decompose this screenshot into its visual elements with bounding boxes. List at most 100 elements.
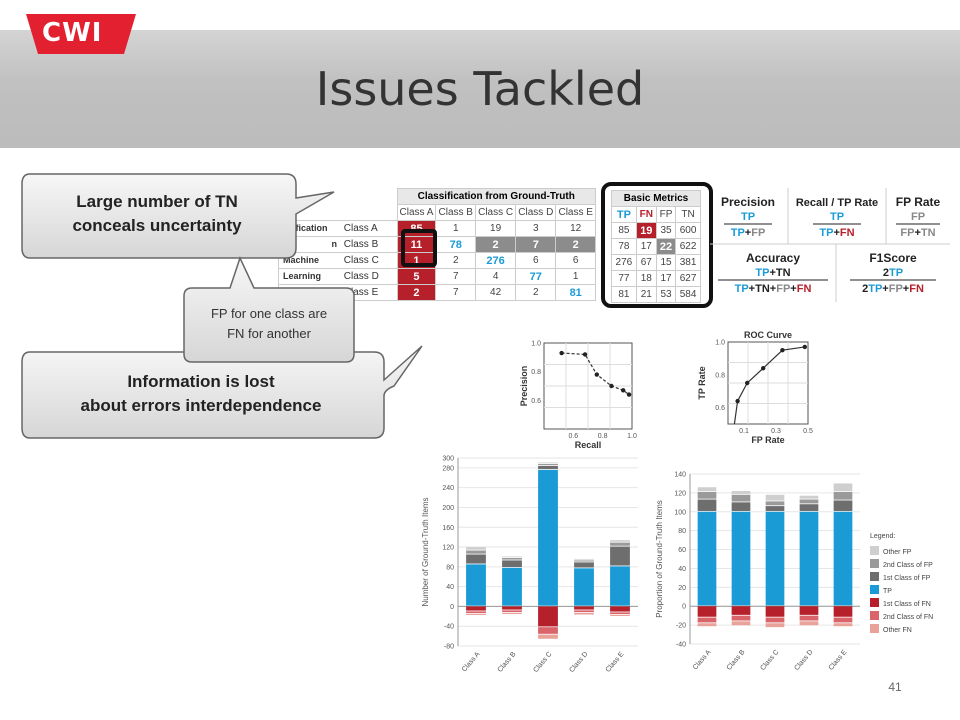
- series-line: [561, 352, 630, 396]
- callout-errors-shape: [21, 345, 423, 439]
- metric-cell: 19: [635, 222, 657, 239]
- x-tick-label: Class C: [532, 651, 553, 674]
- bar-segment: [833, 483, 853, 492]
- data-point: [761, 366, 766, 371]
- y-tick-label: 80: [446, 564, 454, 571]
- x-tick-label: Class B: [497, 651, 518, 674]
- legend-swatch: [870, 585, 879, 594]
- bar-segment: [765, 617, 785, 623]
- bar-segment: [574, 568, 594, 606]
- x-tick-label: 0.8: [598, 433, 608, 440]
- confusion-col-header: Class B: [435, 204, 477, 221]
- row-name: Class D: [343, 271, 379, 282]
- cell: 5: [396, 268, 437, 285]
- callout-tn-line2: conceals uncertainty: [72, 216, 242, 235]
- data-point: [621, 388, 626, 393]
- metric-cell: 627: [675, 270, 701, 287]
- bar-segment: [697, 499, 717, 511]
- cell-tp: 276: [475, 252, 517, 269]
- bar-segment: [731, 606, 751, 615]
- page-number: 41: [888, 680, 902, 694]
- x-tick-label: Class A: [692, 649, 713, 672]
- bar-segment: [466, 606, 486, 611]
- y-tick-label: 0.8: [531, 369, 541, 376]
- series-line: [733, 346, 805, 425]
- callout-fpfn-line2: FN for another: [227, 326, 311, 341]
- cell: 1: [555, 268, 596, 285]
- confusion-col-header: Class A: [396, 204, 437, 221]
- y-tick-label: 160: [442, 525, 454, 532]
- y-axis-label: Number of Ground-Truth Items: [421, 497, 430, 606]
- bar-segment: [466, 554, 486, 564]
- y-tick-label: 120: [674, 490, 686, 497]
- cell: 12: [555, 220, 596, 237]
- bar-segment: [799, 495, 819, 499]
- highlight-fp-column: [401, 229, 437, 267]
- legend-label: Other FN: [883, 627, 912, 634]
- bar-segment: [765, 511, 785, 606]
- precision-label: Precision: [721, 195, 775, 209]
- bar-segment: [538, 463, 558, 466]
- data-point: [582, 352, 588, 357]
- data-point: [780, 348, 785, 353]
- bar-segment: [538, 462, 558, 464]
- cell-tp: 78: [435, 236, 477, 253]
- confusion-col-header: Class D: [515, 204, 557, 221]
- bar-segment: [833, 606, 853, 617]
- bar-segment: [466, 564, 486, 606]
- bar-segment: [502, 606, 522, 610]
- x-tick-label: Class D: [793, 649, 814, 672]
- y-tick-label: 120: [442, 545, 454, 552]
- bar-segment: [731, 491, 751, 494]
- y-tick-label: 240: [442, 485, 454, 492]
- cell: 1: [435, 220, 477, 237]
- metric-cell: 22: [655, 238, 677, 255]
- cell: 42: [475, 284, 517, 301]
- confusion-table-header: Classification from Ground-Truth: [396, 188, 596, 205]
- legend-label: 2nd Class of FP: [883, 562, 933, 569]
- callout-tn-shape: [21, 173, 335, 259]
- legend-swatch: [870, 546, 879, 555]
- precision-num: TP: [741, 211, 755, 223]
- chart-title: ROC Curve: [744, 330, 792, 340]
- precision-den: TP+FP: [731, 227, 766, 239]
- y-tick-label: -40: [676, 642, 686, 649]
- bar-segment: [502, 610, 522, 613]
- bar-segment: [731, 615, 751, 621]
- bar-segment: [697, 606, 717, 617]
- bar-segment: [610, 614, 630, 617]
- bar-segment: [731, 511, 751, 606]
- bar-segment: [697, 623, 717, 627]
- data-point: [594, 372, 599, 377]
- y-tick-label: 200: [442, 505, 454, 512]
- bar-segment: [765, 501, 785, 506]
- x-tick-label: Class D: [568, 651, 589, 674]
- metric-cell: 21: [635, 286, 657, 303]
- cell: 4: [475, 268, 517, 285]
- bar-segment: [765, 506, 785, 511]
- slide-title: Issues Tackled: [315, 62, 645, 116]
- bar-segment: [765, 494, 785, 501]
- y-tick-label: -80: [444, 644, 454, 651]
- row-name: Class A: [343, 223, 378, 234]
- data-point: [609, 383, 614, 389]
- y-tick-label: 0: [682, 604, 686, 611]
- bar-segment: [574, 562, 594, 568]
- y-tick-label: 1.0: [715, 340, 725, 347]
- legend-title: Legend:: [870, 533, 895, 540]
- y-tick-label: 300: [442, 456, 454, 463]
- y-tick-label: 280: [442, 465, 454, 472]
- callout-fpfn: FP for one class are FN for another: [186, 304, 352, 344]
- y-tick-label: 40: [446, 584, 454, 591]
- x-tick-label: 0.1: [739, 428, 749, 435]
- bar-segment: [731, 621, 751, 626]
- y-tick-label: 0: [450, 604, 454, 611]
- x-tick-label: 0.6: [568, 433, 578, 440]
- x-axis-label: FP Rate: [751, 435, 784, 445]
- callout-tn: Large number of TN conceals uncertainty: [26, 190, 288, 238]
- bar-segment: [765, 623, 785, 628]
- bar-segment: [697, 487, 717, 492]
- legend-swatch: [870, 572, 879, 581]
- row-axis-label: ssification: [283, 223, 328, 233]
